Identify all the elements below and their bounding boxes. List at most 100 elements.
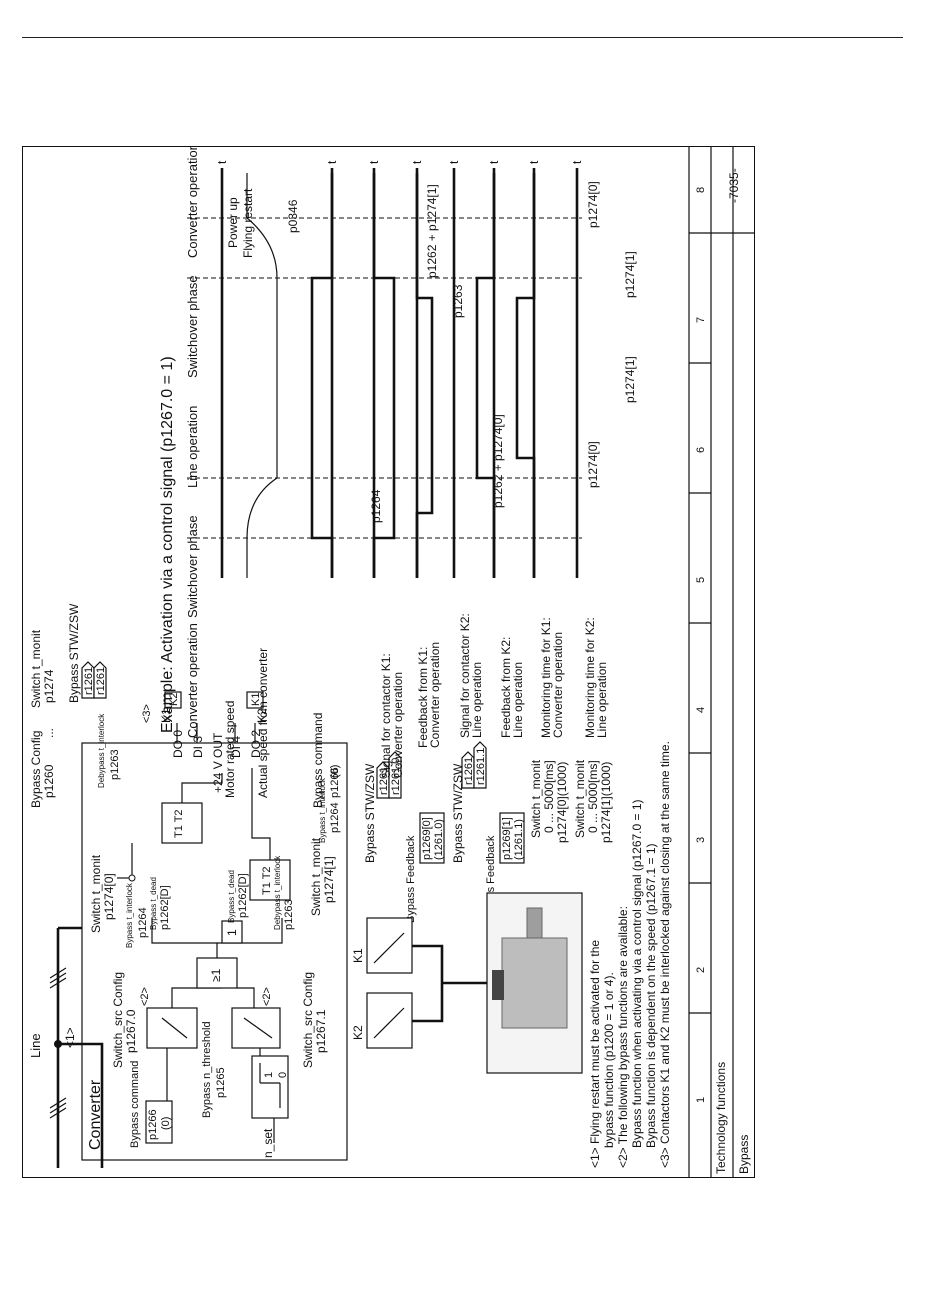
bypass-t-dead-a: Bypass t_dead xyxy=(149,877,158,930)
column-number-2: 2 xyxy=(695,967,707,973)
feedback-k2-sub: Line operation xyxy=(511,662,525,738)
threshold-true: 1 xyxy=(263,1072,275,1078)
column-number-3: 3 xyxy=(695,837,707,843)
phase-converter-1: Converter operation xyxy=(185,623,200,738)
diagram-canvas: 1 2 3 4 5 6 7 8 Technology functions Byp… xyxy=(28,146,755,1178)
phase-line: Line operation xyxy=(185,406,200,488)
note-2a: <2> The following bypass functions are a… xyxy=(616,906,630,1168)
bypass-command-label: Bypass command xyxy=(129,1061,141,1148)
r1261-1-b: r1261.1 xyxy=(475,748,487,785)
t-label-4: t xyxy=(410,160,424,164)
not-gate-label: 1 xyxy=(225,929,239,936)
switch-t-monit-2: Switch t_monit xyxy=(309,837,323,916)
debypass-t-interlock-a: Debypass t_interlock xyxy=(97,713,106,788)
column-number-5: 5 xyxy=(695,577,707,583)
bypass-t-interlock-a-param: p1264 xyxy=(137,907,149,938)
r1261-0-fb: (1261.0) xyxy=(433,819,445,860)
bypass-t-dead-b-param: p1262[D] xyxy=(237,873,249,918)
switch-src-config-1-param: p1267.0 xyxy=(124,1009,138,1053)
top-rule xyxy=(22,37,903,38)
bypass-t-interlock-b: Bypass t_interlock xyxy=(318,777,327,843)
switch-src-config-2: Switch_src Config xyxy=(301,972,315,1068)
bypass-t-interlock-b-param: p1264 xyxy=(329,802,341,833)
sig-contactor-k2: Signal for contactor K2: xyxy=(458,613,472,738)
p1264: p1264 xyxy=(369,489,383,523)
n-set-label: n_set xyxy=(261,1128,275,1158)
note-1b: bypass function (p1200 = 1 or 4). xyxy=(602,972,616,1148)
bypass-command-sig-param: p1266 xyxy=(329,767,341,798)
k1-label: K1 xyxy=(159,708,173,723)
feedback-k2: Feedback from K2: xyxy=(499,637,513,738)
do2-label: DO 2 xyxy=(249,730,263,758)
bypass-feedback-1: Bypass Feedback xyxy=(405,835,417,923)
bypass-stw-zsw-1: Bypass STW/ZSW xyxy=(363,763,377,863)
title-function: Bypass xyxy=(737,1135,751,1174)
t-label-6: t xyxy=(487,160,501,164)
k2-box: K2 xyxy=(168,693,180,706)
t-label-8: t xyxy=(570,160,584,164)
p1262-p1274-0: p1262 + p1274[0] xyxy=(491,414,505,508)
feedback-k1: Feedback from K1: xyxy=(416,647,430,748)
bypass-n-threshold-param: p1265 xyxy=(215,1067,227,1098)
di4-label: DI 4 xyxy=(229,736,243,758)
di3-label: DI 3 xyxy=(191,736,205,758)
do0-label: DO 0 xyxy=(171,730,185,758)
note-2b: Bypass function when activating via a co… xyxy=(630,799,644,1148)
example-title: Example: Activation via a control signal… xyxy=(159,356,176,733)
timer-a-label: T1 T2 xyxy=(173,809,185,838)
switch-t-monit-1: Switch t_monit xyxy=(89,854,103,933)
p1274-0-b: p1274[0] xyxy=(586,181,600,228)
r1261-1-a: r1261 xyxy=(463,757,475,785)
column-number-4: 4 xyxy=(695,707,707,713)
bypass-config-param: p1260 xyxy=(42,764,56,798)
p1274-0-a: p1274[0] xyxy=(586,441,600,488)
r1261-1-fb: (1261.1) xyxy=(513,819,525,860)
bypass-stw-zsw-top: Bypass STW/ZSW xyxy=(67,603,81,703)
r1261-0-b: r1261.0 xyxy=(390,758,402,795)
monitor-k2: Monitoring time for K2: xyxy=(583,617,597,738)
converter-block xyxy=(81,742,348,1161)
note-2c: Bypass function is dependent on the spee… xyxy=(644,843,658,1148)
timing-diagram: Example: Activation via a control signal… xyxy=(159,146,637,808)
bypass-function-diagram: 1 2 3 4 5 6 7 8 Technology functions Byp… xyxy=(22,146,755,1178)
v24-label: +24 V OUT xyxy=(211,732,225,793)
timer-b-label: T1 T2 xyxy=(261,866,273,895)
bypass-n-threshold: Bypass n_threshold xyxy=(201,1021,213,1118)
bypass-t-dead-a-param: p1262[D] xyxy=(159,885,171,930)
p1274-1-b: p1274[1] xyxy=(623,251,637,298)
switch-t-monit-k2-range: 0 ... 5000[ms] xyxy=(586,760,600,833)
k2-contactor: K2 xyxy=(351,1025,365,1040)
debypass-t-interlock-b: Debypass t_interlock xyxy=(273,855,282,930)
column-number-1: 1 xyxy=(695,1097,707,1103)
converter-title: Converter xyxy=(87,1079,104,1150)
monitor-k1-sub: Converter operation xyxy=(551,632,565,738)
bypass-config: Bypass Config xyxy=(29,731,43,808)
line-label: Line xyxy=(28,1033,43,1058)
bypass-command-sig: Bypass command xyxy=(311,713,325,808)
or-gate-label: ≥1 xyxy=(209,968,223,982)
r1261-b: r1261 xyxy=(95,667,107,695)
sig-contactor-k1: Signal for contactor K1: xyxy=(379,653,393,778)
p1262-p1274-1: p1262 + p1274[1] xyxy=(425,184,439,278)
threshold-false: 0 xyxy=(277,1072,289,1078)
switch-t-monit-top: Switch t_monit xyxy=(29,629,43,708)
phase-switchover-2: Switchover phase xyxy=(185,275,200,378)
p1263: p1263 xyxy=(451,284,465,318)
monitor-k1: Monitoring time for K1: xyxy=(539,617,553,738)
sig-contactor-k2-sub: Line operation xyxy=(470,662,484,738)
switch-t-monit-1-param: p1274[0] xyxy=(102,873,116,920)
k1-box: K1 xyxy=(250,693,262,706)
actual-speed: Actual speed from converter xyxy=(256,648,270,798)
note-3a: <3> Contactors K1 and K2 must be interlo… xyxy=(658,741,672,1168)
sig-contactor-k1-sub: Converter operation xyxy=(391,672,405,778)
switch-src-config-2-param: p1267.1 xyxy=(314,1009,328,1053)
p0346: p0346 xyxy=(286,199,300,233)
ellipsis: ... xyxy=(42,728,56,738)
r1261-a: r1261 xyxy=(83,667,95,695)
t-label-3: t xyxy=(367,160,381,164)
k1-contactor: K1 xyxy=(351,948,365,963)
bypass-command-default: (0) xyxy=(160,1117,172,1130)
t-label-2: t xyxy=(325,160,339,164)
debypass-t-interlock-a-param: p1263 xyxy=(109,749,121,780)
flying-restart: Flying restart xyxy=(241,188,255,258)
